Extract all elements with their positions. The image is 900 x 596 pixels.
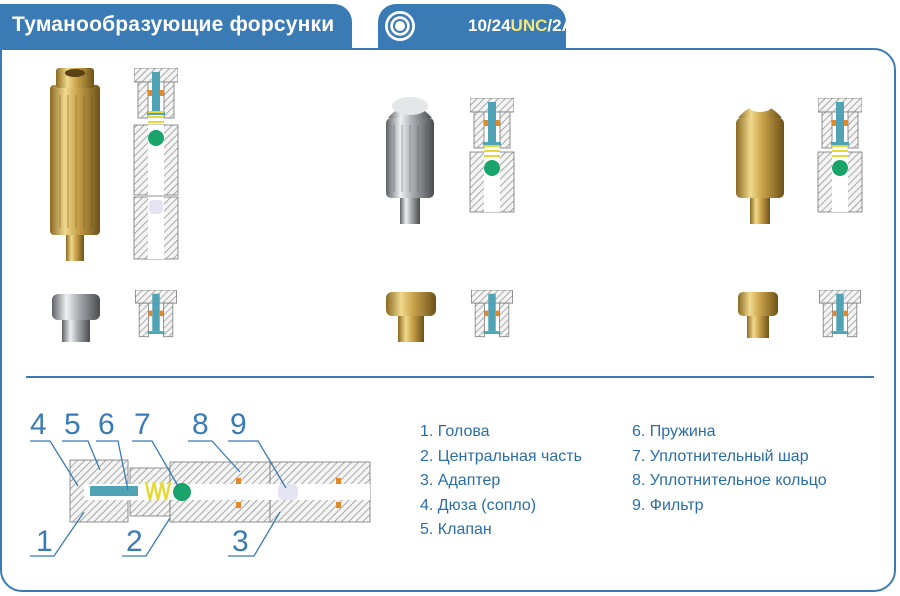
section-long: [133, 68, 179, 260]
callout-3: 3: [232, 525, 249, 558]
legend-item-3: 3. Адаптер: [420, 472, 501, 489]
legend-item-7: 7. Уплотнительный шар: [632, 447, 809, 465]
nozzle-long-brass: [50, 68, 100, 261]
callout-9: 9: [230, 408, 247, 441]
section-divider: [26, 376, 874, 378]
section-head-2: [470, 290, 514, 338]
section-steel: [469, 98, 515, 213]
callout-8: 8: [192, 408, 209, 441]
head-brass-small: [738, 292, 778, 338]
thread-spec-size: 10/24: [468, 16, 511, 35]
section-head-1: [134, 290, 178, 338]
nozzle-steel: [386, 97, 434, 224]
legend-item-5: 5. Клапан: [420, 521, 492, 538]
callout-5: 5: [64, 408, 81, 441]
legend-item-9: 9. Фильтр: [632, 496, 704, 514]
callout-2: 2: [126, 525, 143, 558]
head-steel: [52, 294, 100, 342]
legend-left: 1. Голова 2. Центральная часть 3. Адапте…: [420, 420, 582, 543]
legend-right: 6. Пружина 7. Уплотнительный шар 8. Упло…: [632, 420, 827, 518]
callout-1: 1: [36, 525, 53, 558]
thread-spec-unc: UNC: [510, 16, 548, 35]
thread-spec-class: /2A: [547, 16, 574, 35]
head-brass: [386, 292, 436, 342]
title-tab: Туманообразующие форсунки: [0, 4, 352, 48]
content-frame: [0, 48, 896, 592]
callout-6: 6: [98, 408, 115, 441]
legend-item-4: 4. Дюза (сопло): [420, 496, 537, 514]
section-head-3: [818, 290, 862, 338]
legend-item-6: 6. Пружина: [632, 423, 716, 440]
section-short-brass: [817, 98, 863, 213]
legend-item-2: 2. Центральная часть: [420, 447, 582, 465]
legend-item-8: 8. Уплотнительное кольцо: [632, 472, 827, 489]
thread-spec: 10/24UNC/2A: [468, 16, 574, 36]
nozzle-short-brass: [736, 100, 784, 224]
callout-4: 4: [30, 408, 47, 441]
callout-7: 7: [134, 408, 151, 441]
assembly-diagram: [30, 440, 371, 557]
page-title: Туманообразующие форсунки: [12, 13, 335, 36]
legend-item-1: 1. Голова: [420, 423, 490, 440]
